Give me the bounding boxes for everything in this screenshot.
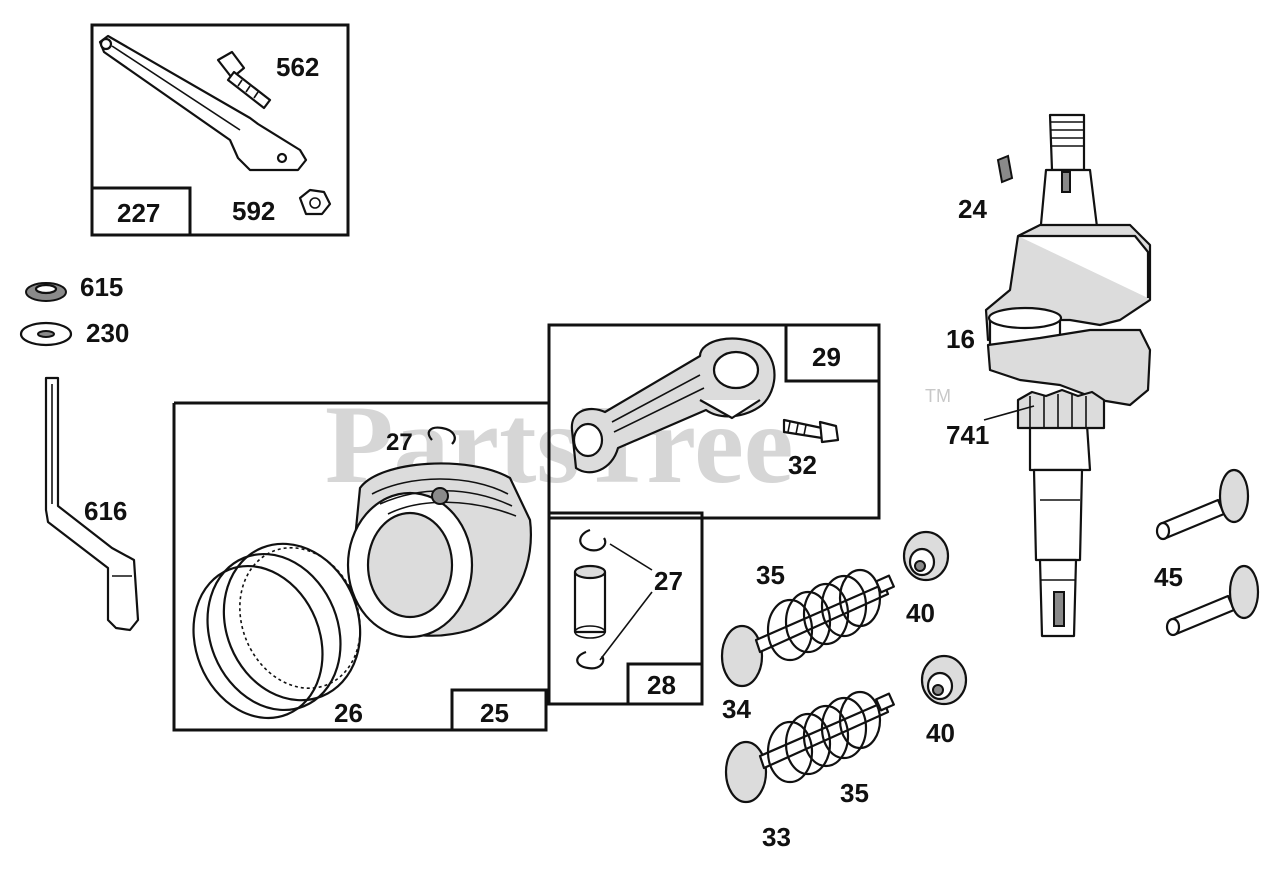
clip-27-upper[interactable]	[427, 426, 456, 445]
group-box-29[interactable]: 29	[547, 323, 881, 520]
callout-27-upper: 27	[386, 429, 413, 456]
tappet-45-upper[interactable]	[1155, 468, 1250, 541]
callout-40-upper: 40	[906, 598, 935, 628]
wrist-pin[interactable]	[573, 564, 607, 639]
group-label-25: 25	[480, 698, 509, 728]
callout-24: 24	[958, 194, 987, 224]
callout-615: 615	[80, 272, 123, 302]
valve-33[interactable]	[724, 692, 895, 804]
group-box-227[interactable]: 227	[90, 23, 350, 237]
washer-230[interactable]	[19, 321, 73, 347]
callout-33: 33	[762, 822, 791, 852]
callout-616: 616	[84, 496, 127, 526]
callout-35-lower: 35	[840, 778, 869, 808]
callout-562: 562	[276, 52, 319, 82]
callout-592: 592	[232, 196, 275, 226]
timing-gear-741[interactable]	[1016, 388, 1106, 430]
callout-34: 34	[722, 694, 751, 724]
washer-615[interactable]	[25, 282, 67, 302]
spring-retainer-40-upper[interactable]	[902, 530, 950, 582]
governor-shaft-616[interactable]	[44, 376, 140, 632]
callout-45: 45	[1154, 562, 1183, 592]
group-label-227: 227	[117, 198, 160, 228]
valve-spring-35-upper[interactable]	[766, 568, 882, 662]
tappet-45-lower[interactable]	[1165, 564, 1260, 637]
screw-562[interactable]	[216, 50, 272, 110]
spring-retainer-40-lower[interactable]	[920, 654, 968, 706]
watermark-trademark: TM	[925, 386, 951, 406]
group-box-28[interactable]: 28	[547, 511, 704, 706]
valve-spring-35-lower[interactable]	[766, 690, 882, 784]
rod-bolt-32[interactable]	[782, 418, 840, 444]
crankshaft-16[interactable]	[984, 113, 1152, 638]
callout-35-upper: 35	[756, 560, 785, 590]
piston[interactable]	[346, 462, 532, 639]
piston-rings-26[interactable]	[171, 523, 383, 737]
callout-32: 32	[788, 450, 817, 480]
nut-592[interactable]	[298, 188, 332, 216]
clip-27-lower-a[interactable]	[579, 528, 607, 552]
clip-27-lower-b[interactable]	[576, 650, 605, 670]
callout-230: 230	[86, 318, 129, 348]
governor-lever[interactable]	[98, 34, 308, 172]
key-24[interactable]	[996, 154, 1014, 184]
callout-741: 741	[946, 420, 989, 450]
callout-27-lower: 27	[654, 566, 683, 596]
callout-40-lower: 40	[926, 718, 955, 748]
callout-16: 16	[946, 324, 975, 354]
group-label-28: 28	[647, 670, 676, 700]
group-label-29: 29	[812, 342, 841, 372]
connecting-rod[interactable]	[570, 337, 776, 474]
callout-26: 26	[334, 698, 363, 728]
